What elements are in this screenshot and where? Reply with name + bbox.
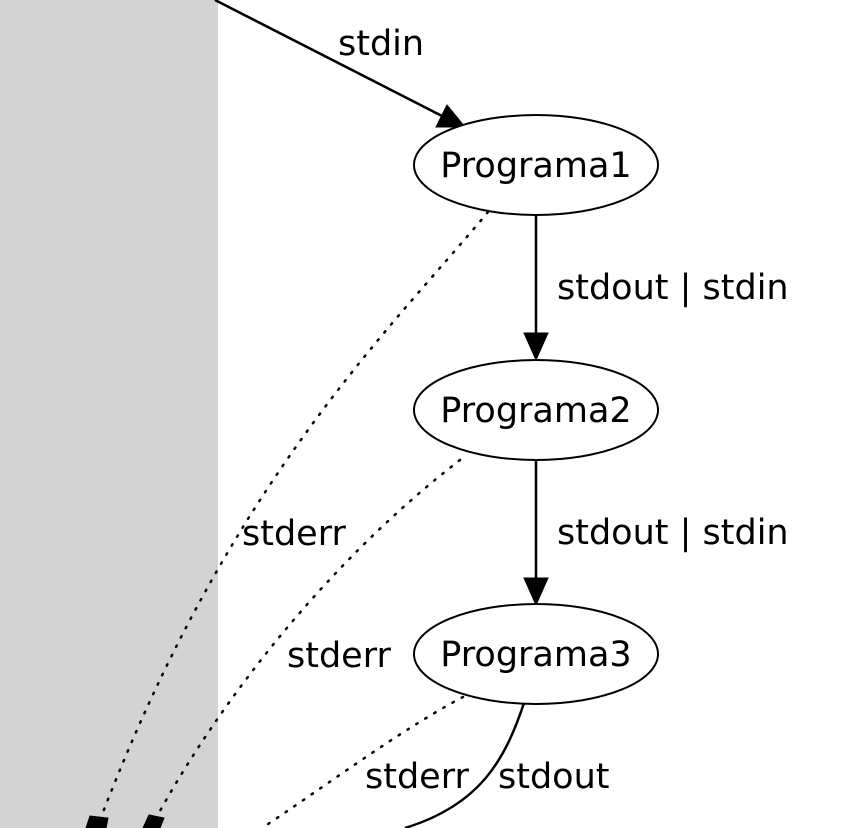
edge-programa3-stdout <box>404 702 526 828</box>
output-cluster <box>0 0 218 828</box>
edge-label-p2-to-p3: stdout | stdin <box>557 513 789 553</box>
node-programa1-label: Programa1 <box>440 146 631 186</box>
edge-programa2-stderr-arrowhead <box>142 814 165 828</box>
node-programa2[interactable]: Programa2 <box>413 359 659 461</box>
edge-programa3-stderr <box>260 695 465 828</box>
node-programa2-label: Programa2 <box>440 391 631 431</box>
node-programa2-shape <box>413 359 659 461</box>
edge-label-p1-to-p2: stdout | stdin <box>557 268 789 308</box>
edge-label-stdin: stdin <box>338 24 424 64</box>
edge-programa1-stderr <box>98 210 490 822</box>
edge-programa2-to-programa3-arrowhead <box>523 577 549 607</box>
edge-programa1-stderr-arrowhead <box>85 815 109 828</box>
edge-stdin-to-programa1 <box>214 0 443 118</box>
edge-label-p3-stderr: stderr <box>365 757 469 797</box>
edge-label-p3-stdout: stdout <box>498 757 610 797</box>
node-programa3[interactable]: Programa3 <box>413 603 659 705</box>
node-programa1-shape <box>413 114 659 216</box>
edge-label-p2-stderr: stderr <box>287 636 391 676</box>
node-programa3-shape <box>413 603 659 705</box>
edge-label-p1-stderr: stderr <box>242 514 346 554</box>
edge-stdin-arrowhead <box>435 104 467 128</box>
node-programa3-label: Programa3 <box>440 635 631 675</box>
node-programa1[interactable]: Programa1 <box>413 114 659 216</box>
edge-programa1-to-programa2-arrowhead <box>523 332 549 362</box>
